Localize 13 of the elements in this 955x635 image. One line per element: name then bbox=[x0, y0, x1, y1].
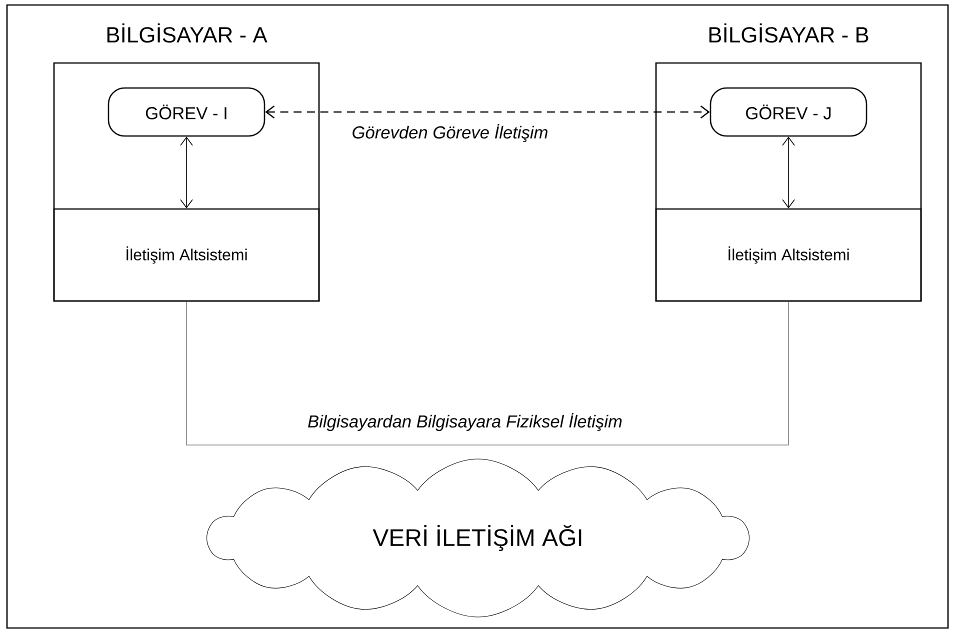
subsystem-band: İletişim Altsistemi bbox=[53, 208, 320, 302]
edge-label: Bilgisayardan Bilgisayara Fiziksel İletişim bbox=[306, 412, 624, 432]
edge-label: Görevden Göreve İletişim bbox=[350, 122, 550, 144]
subsystem-band: İletişim Altsistemi bbox=[655, 208, 922, 302]
connector-line bbox=[186, 301, 789, 446]
arrow bbox=[180, 136, 193, 208]
network-cloud: VERİ İLETİŞİM AĞI bbox=[206, 458, 750, 618]
computer-heading: BİLGİSAYAR - B bbox=[709, 23, 868, 43]
task-box: GÖREV - J bbox=[710, 87, 868, 137]
arrow bbox=[265, 105, 710, 119]
arrow bbox=[782, 136, 795, 208]
computer-heading: BİLGİSAYAR - A bbox=[107, 23, 268, 43]
task-box: GÖREV - I bbox=[108, 87, 266, 137]
